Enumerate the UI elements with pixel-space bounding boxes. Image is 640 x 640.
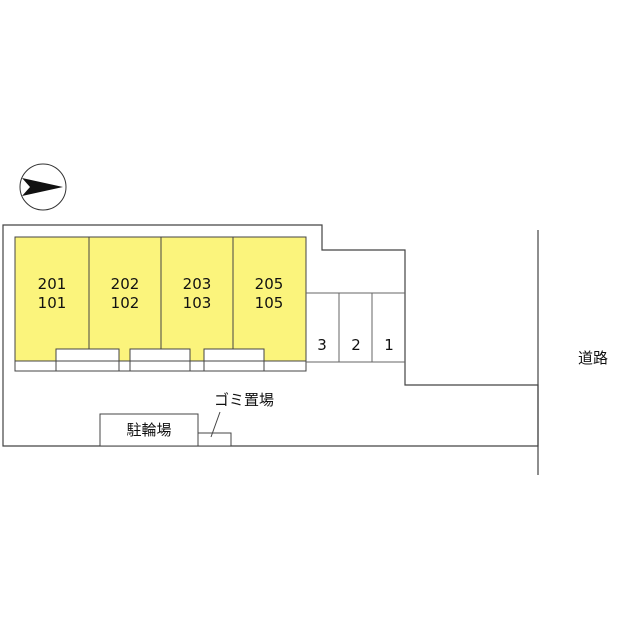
unit-block: 203 103 [160,236,234,362]
road-label: 道路 [578,349,608,367]
unit-block: 201 101 [14,236,90,362]
unit-block: 205 105 [232,236,307,362]
unit-block-203-103 [160,236,234,362]
unit-block-201-101 [14,236,90,362]
bicycle-parking-label: 駐輪場 [126,421,171,439]
unit-block: 202 102 [88,236,162,362]
north-arrow-icon [19,163,67,211]
unit-number-lower: 105 [255,294,284,312]
unit-number-lower: 101 [38,294,67,312]
bicycle-parking: 駐輪場 [99,413,199,447]
building: 201 101 202 102 203 103 205 105 [14,236,307,372]
parking-lines [306,292,405,363]
balcony-strip [14,360,307,372]
parking-area: 3 2 1 [306,292,405,363]
garbage-area-box [197,432,232,447]
bicycle-parking-box [99,413,199,447]
unit-number-upper: 205 [255,275,284,293]
garbage-leader-line [210,411,221,438]
parking-space-number: 3 [317,336,327,354]
unit-number-lower: 102 [111,294,140,312]
unit-number-lower: 103 [183,294,212,312]
parking-space-number: 2 [351,336,361,354]
unit-number-upper: 203 [183,275,212,293]
garbage-area-label: ゴミ置場 [214,391,274,409]
unit-number-upper: 201 [38,275,67,293]
unit-number-upper: 202 [111,275,140,293]
parking-space-number: 1 [384,336,394,354]
garbage-area: ゴミ置場 [197,391,274,447]
unit-block-205-105 [232,236,307,362]
